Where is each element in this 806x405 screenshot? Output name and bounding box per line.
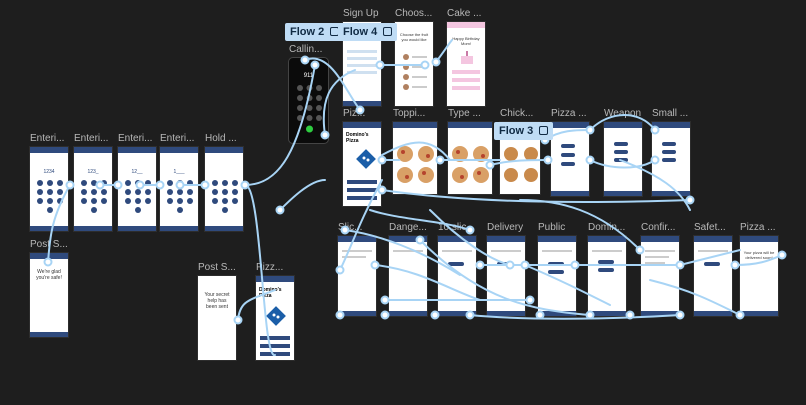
frame-title-small: Small ...: [652, 108, 689, 119]
phone-keypad: [297, 85, 322, 133]
frame-title-delivery: Delivery: [487, 222, 524, 233]
frame-post-safety-2[interactable]: Your secret help has been sent: [197, 275, 237, 361]
frame-title-post-1: Post S...: [30, 239, 68, 250]
frame-pizza-main[interactable]: Domino's Pizza: [342, 121, 382, 207]
frame-entering-pin-2[interactable]: 123_: [73, 146, 113, 232]
post-safety-message: Your secret help has been sent: [204, 292, 230, 310]
frame-type[interactable]: [447, 121, 493, 195]
frame-title-danger: Dange...: [389, 222, 427, 233]
frame-title-ten-slices: 10 slic...: [438, 222, 475, 233]
cake-message: Happy Birthday Mom!: [452, 36, 480, 46]
frame-toppings[interactable]: [392, 121, 438, 195]
frame-domino[interactable]: [587, 235, 627, 317]
frame-title-enter-3: Enteri...: [118, 133, 153, 144]
frame-title-slices: Slic...: [338, 222, 363, 233]
play-icon[interactable]: [383, 27, 393, 36]
frame-title-cake: Cake ...: [447, 8, 482, 19]
frame-entering-pin-4[interactable]: 1___: [159, 146, 199, 232]
frame-title-choose: Choos...: [395, 8, 433, 19]
pin-value: 12__: [131, 169, 143, 175]
post-safety-message: We're glad you're safe!: [36, 269, 62, 281]
flow-2-label[interactable]: Flow 2: [285, 23, 345, 41]
keypad-grid: [167, 180, 193, 213]
frame-ten-slices[interactable]: [437, 235, 477, 317]
keypad-grid: [212, 180, 238, 213]
delivery-message: Your pizza will be delivered soon!: [743, 250, 775, 260]
frame-entering-pin-3[interactable]: 12__: [117, 146, 157, 232]
frame-entering-pin-1[interactable]: 1234: [29, 146, 69, 232]
brand-name: Domino's Pizza: [346, 132, 369, 144]
frame-title-safety: Safet...: [694, 222, 726, 233]
frame-pizza-bottom[interactable]: Domino's Pizza: [255, 275, 295, 361]
flow-4-label[interactable]: Flow 4: [338, 23, 398, 41]
frame-title-pizza-size: Pizza ...: [551, 108, 587, 119]
flow-3-label[interactable]: Flow 3: [494, 122, 554, 140]
frame-small[interactable]: [651, 121, 691, 197]
flow-4-text: Flow 4: [343, 26, 378, 38]
frame-title-enter-1: Enteri...: [30, 133, 65, 144]
frame-post-safety-1[interactable]: We're glad you're safe!: [29, 252, 69, 338]
frame-cake[interactable]: Happy Birthday Mom!: [446, 21, 486, 107]
frame-delivery[interactable]: [486, 235, 526, 317]
frame-title-pizza-bottom: Pizz...: [256, 262, 284, 273]
frame-slices[interactable]: [337, 235, 377, 317]
frame-choose[interactable]: Choose the fruit you would like: [394, 21, 434, 107]
frame-title-weapon: Weapon: [604, 108, 642, 119]
frame-title-calling: Callin...: [289, 44, 323, 55]
frame-weapon[interactable]: [603, 121, 643, 197]
brand-name: Domino's Pizza: [259, 287, 282, 299]
cake-icon: [461, 51, 473, 64]
frame-title-pizza-end: Pizza ...: [740, 222, 776, 233]
frame-confirm[interactable]: [640, 235, 680, 317]
fruit-options: [403, 54, 427, 90]
frame-hold[interactable]: [204, 146, 244, 232]
keypad-grid: [81, 180, 107, 213]
frame-title-hold: Hold ...: [205, 133, 237, 144]
frame-title-chicken: Chick...: [500, 108, 534, 119]
frame-danger[interactable]: [388, 235, 428, 317]
frame-pizza-size[interactable]: [550, 121, 590, 197]
frame-title-public: Public: [538, 222, 566, 233]
frame-safety[interactable]: [693, 235, 733, 317]
frame-public[interactable]: [537, 235, 577, 317]
dialed-number: 911: [303, 73, 314, 79]
pin-value: 123_: [87, 169, 99, 175]
frame-calling[interactable]: 911: [288, 57, 329, 144]
chicken-options-grid: [504, 147, 538, 182]
keypad-grid: [125, 180, 151, 213]
frame-title-confirm: Confir...: [641, 222, 676, 233]
frame-title-enter-4: Enteri...: [160, 133, 195, 144]
frame-title-enter-2: Enteri...: [74, 133, 109, 144]
frame-title-pizza-main: Piz...: [343, 108, 366, 119]
pizza-options-grid: [397, 146, 434, 183]
dominos-logo-icon: [356, 149, 376, 169]
flow-3-text: Flow 3: [499, 125, 534, 137]
frame-pizza-end[interactable]: Your pizza will be delivered soon!: [739, 235, 779, 317]
keypad-grid: [37, 180, 63, 213]
pin-value: 1234: [43, 169, 55, 175]
pizza-options-grid: [452, 146, 489, 183]
frame-title-post-2: Post S...: [198, 262, 236, 273]
frame-title-toppings: Toppi...: [393, 108, 426, 119]
frame-title-domino: Domin...: [588, 222, 626, 233]
frame-title-sign-up: Sign Up: [343, 8, 379, 19]
pin-value: 1___: [173, 169, 185, 175]
flow-2-text: Flow 2: [290, 26, 325, 38]
dominos-logo-icon: [266, 306, 286, 326]
frame-title-type: Type ...: [448, 108, 481, 119]
play-icon[interactable]: [539, 126, 549, 135]
choose-message: Choose the fruit you would like: [399, 32, 429, 42]
